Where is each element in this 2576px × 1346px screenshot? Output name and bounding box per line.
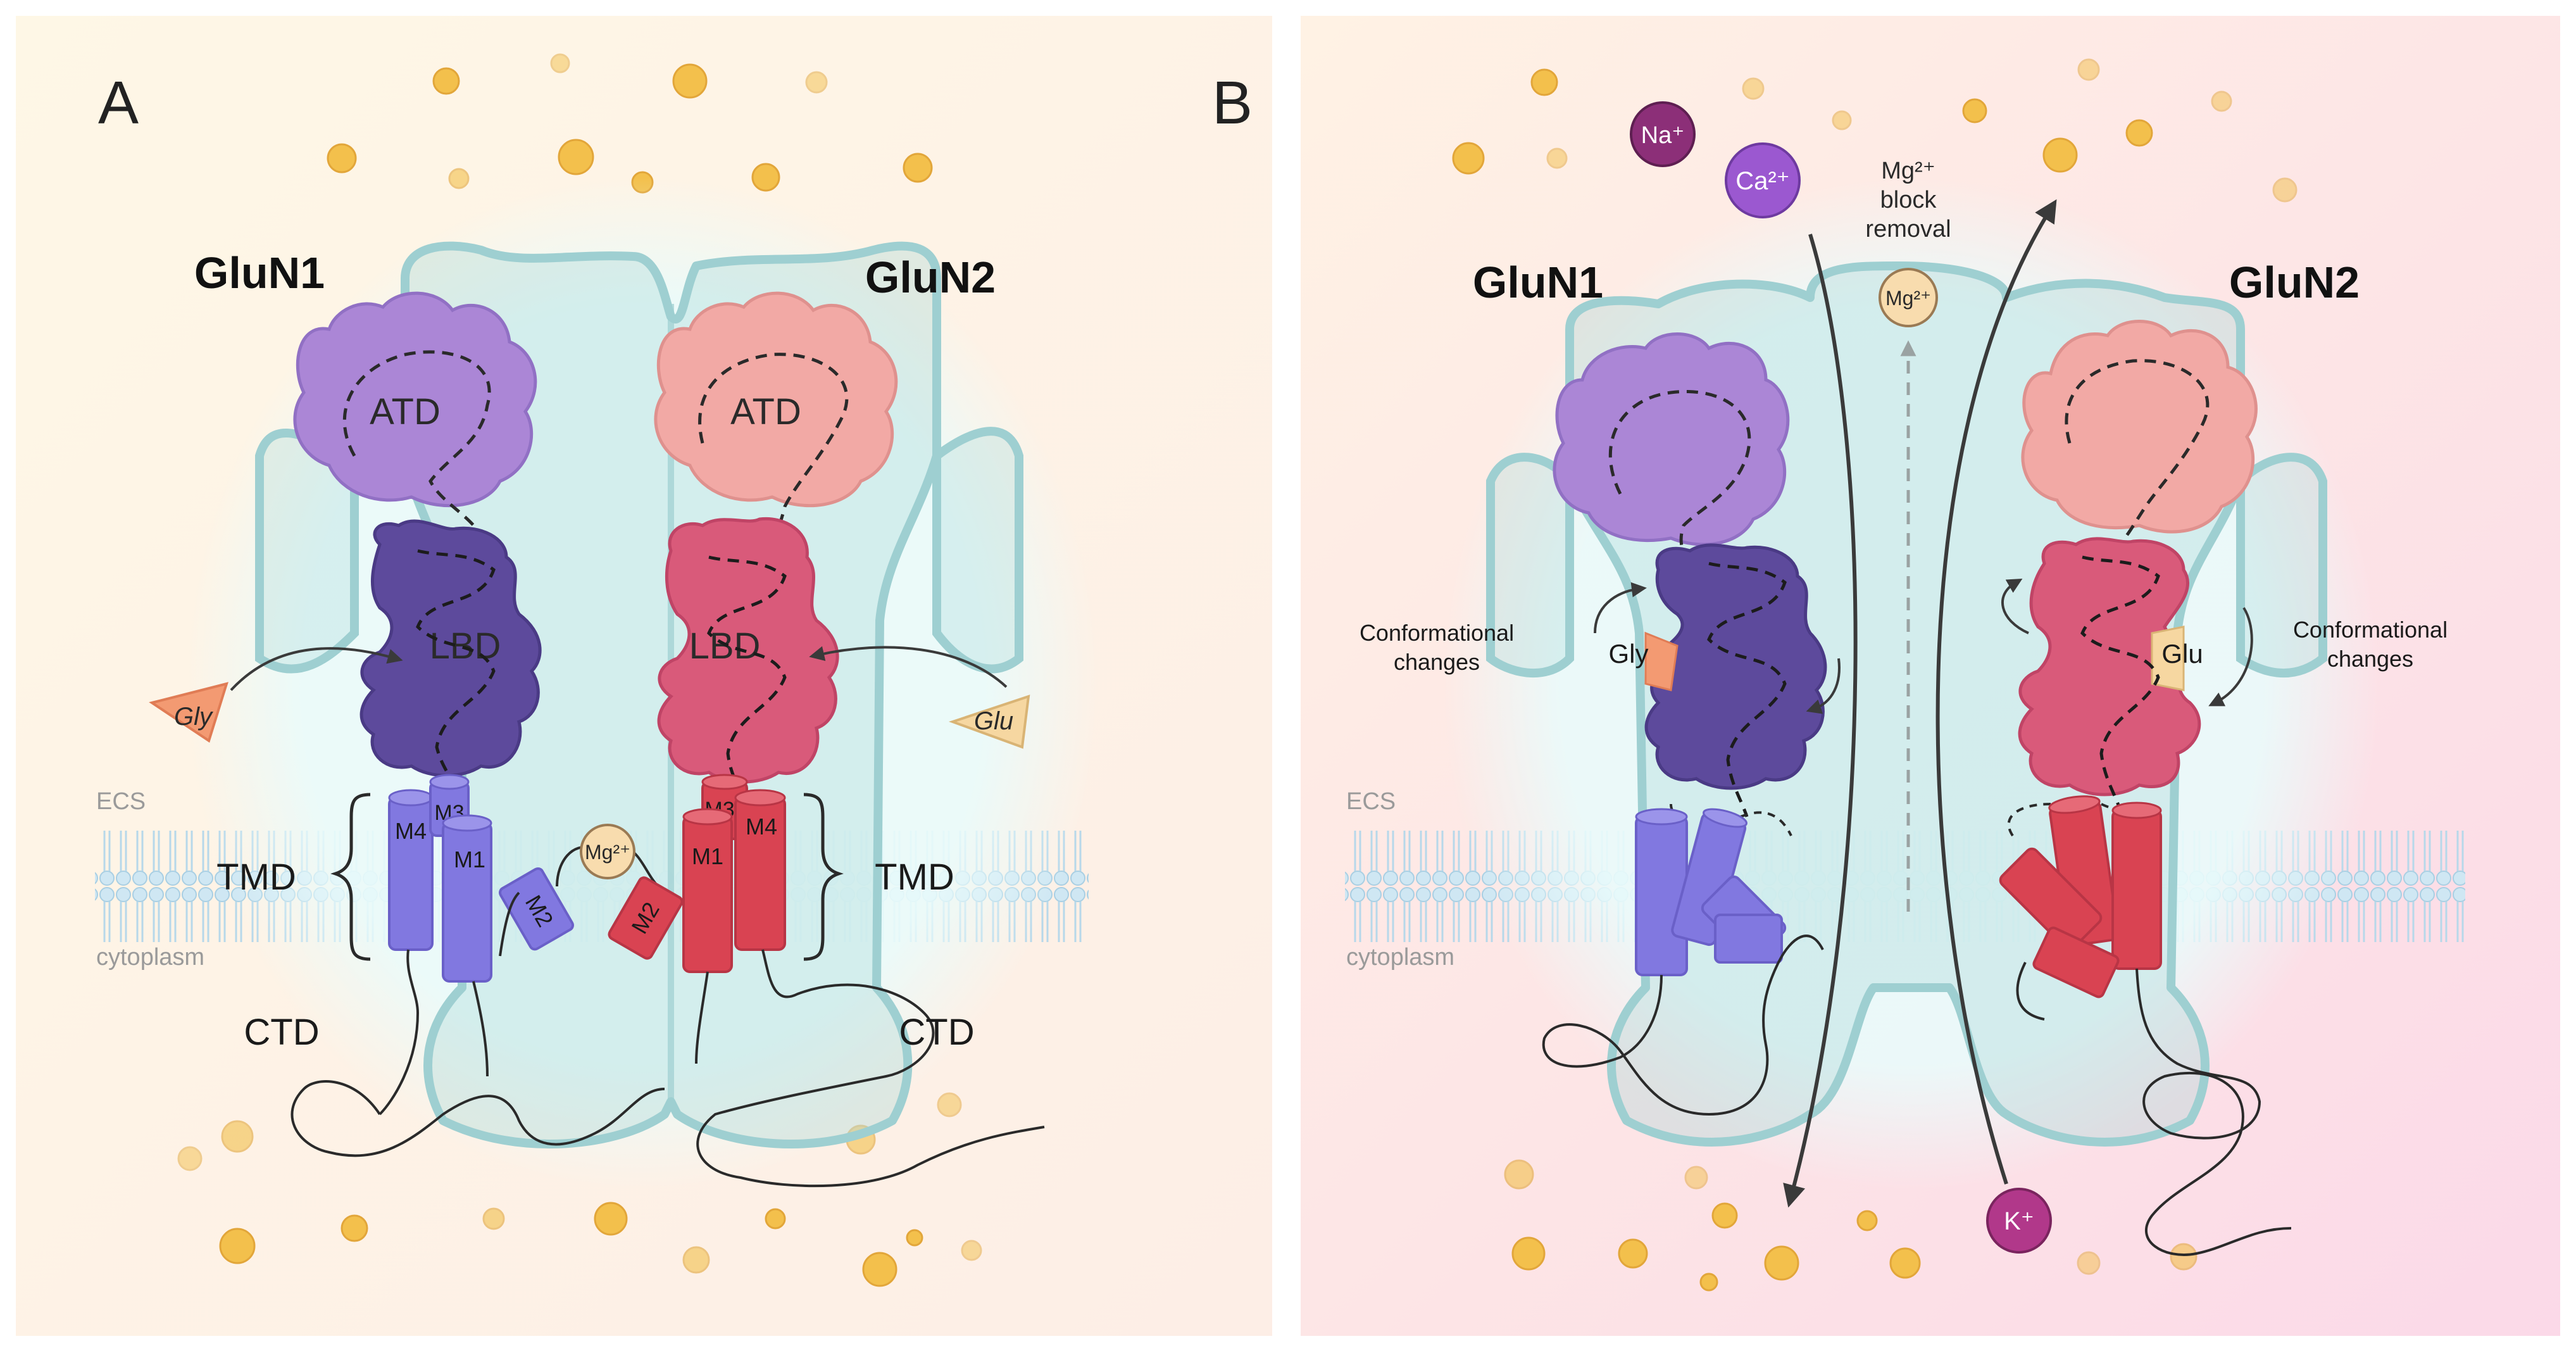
mg-block-line-3: removal	[1865, 216, 1951, 242]
mg-block-line-2: block	[1880, 187, 1937, 213]
channel-outline-b	[1443, 177, 2380, 1190]
mg-label-a: Mg²⁺	[585, 841, 630, 864]
glun2-tmd-b	[1999, 795, 2292, 1256]
ca-label: Ca²⁺	[1735, 167, 1790, 195]
mg-block-line-1: Mg²⁺	[1881, 158, 1935, 184]
ctd-label-left-a: CTD	[244, 1012, 319, 1053]
gly-ligand-a: Gly	[149, 682, 228, 743]
mg-label-b: Mg²⁺	[1885, 287, 1931, 310]
glun1-atd-a	[293, 291, 537, 508]
gly-arrow-a	[230, 647, 403, 691]
glun1-tmd-a: M4 M3 M1 M2	[378, 774, 574, 1116]
k-efflux-arrow	[1935, 199, 2057, 1185]
k-ion: K⁺	[1986, 1188, 2052, 1254]
glun2-atd-a	[654, 291, 898, 508]
lbd-label-right-a: LBD	[689, 626, 761, 667]
cytoplasm-label-a: cytoplasm	[96, 944, 204, 971]
glu-arrow-a	[809, 646, 1008, 688]
m1-label-right-a: M1	[692, 843, 723, 869]
conformational-right-line-1: Conformational	[2293, 617, 2448, 643]
na-ion: Na⁺	[1630, 101, 1696, 167]
glun2-tmd-a: M3 M1 M4 M2	[608, 774, 1045, 1188]
glun1-tmd-b	[1542, 803, 1824, 1116]
lbd-label-left-a: LBD	[430, 626, 501, 667]
m4-label-left-a: M4	[395, 818, 427, 844]
gly-label-a: Gly	[174, 703, 214, 731]
glun2-atd-b	[2021, 320, 2258, 534]
conformational-left-line-2: changes	[1394, 649, 1480, 675]
gly-label-b: Gly	[1609, 639, 1649, 669]
atd-label-left-a: ATD	[370, 391, 441, 432]
m1-label-left-a: M1	[454, 846, 485, 872]
mg-ion-b: Mg²⁺	[1879, 268, 1938, 327]
na-label: Na⁺	[1641, 122, 1685, 149]
tmd-bracket-left-a	[330, 793, 371, 961]
mg-ion-a: Mg²⁺	[556, 824, 660, 888]
glun1-lbd-a	[360, 519, 542, 777]
glun1-title-b: GluN1	[1473, 258, 1603, 307]
ctd-label-right-a: CTD	[899, 1012, 974, 1053]
tmd-bracket-right-a	[803, 793, 844, 961]
panel-b: B ECS cytoplasm Na⁺	[1212, 16, 2560, 1336]
glun1-title-a: GluN1	[194, 248, 325, 298]
ecs-label-b: ECS	[1346, 788, 1396, 815]
glun1-atd-b	[1553, 332, 1790, 546]
m4-label-right-a: M4	[746, 814, 777, 840]
glun2-title-a: GluN2	[865, 253, 996, 302]
tmd-label-left-a: TMD	[216, 857, 296, 898]
k-label: K⁺	[2004, 1207, 2034, 1235]
conformational-left-line-1: Conformational	[1360, 620, 1514, 646]
particles-b	[1452, 58, 2298, 1292]
glu-ligand-a: Glu	[948, 695, 1030, 749]
panel-a: A ECS cytoplasm ATD	[16, 16, 1272, 1336]
glun2-title-b: GluN2	[2229, 258, 2360, 307]
ca-ion: Ca²⁺	[1725, 142, 1801, 218]
glun2-lbd-b	[2018, 537, 2201, 796]
glu-label-b: Glu	[2161, 639, 2203, 669]
atd-label-right-a: ATD	[730, 391, 801, 432]
panel-a-letter: A	[98, 69, 139, 137]
glu-label-a: Glu	[974, 707, 1013, 735]
glun1-ctd-a	[291, 1080, 665, 1157]
conformational-right-line-2: changes	[2327, 646, 2413, 672]
cation-influx-arrow	[1783, 234, 1858, 1208]
panel-b-letter: B	[1212, 69, 1253, 137]
ecs-label-a: ECS	[96, 788, 146, 815]
tmd-label-right-a: TMD	[875, 857, 954, 898]
cytoplasm-label-b: cytoplasm	[1346, 944, 1454, 971]
glun2-lbd-a	[657, 517, 839, 784]
